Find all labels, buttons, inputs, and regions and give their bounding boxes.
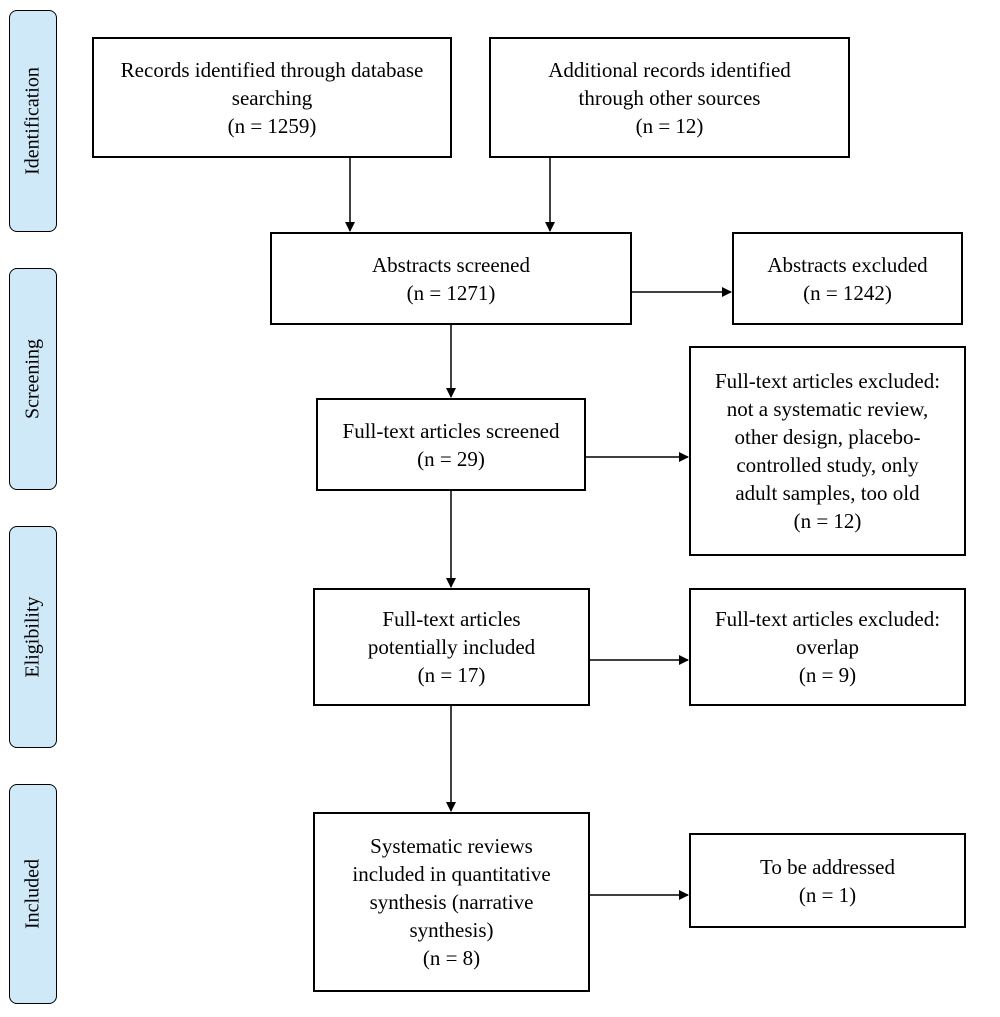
box-line: Abstracts screened: [371, 252, 530, 277]
box-line: Additional records identified: [548, 57, 791, 82]
box-line: controlled study, only: [736, 453, 919, 477]
box-line: Systematic reviews: [370, 834, 533, 858]
box-abstracts-screened: Abstracts screened (n = 1271): [270, 232, 632, 325]
box-fulltext-excluded-reasons: Full-text articles excluded: not a syste…: [689, 346, 966, 556]
box-line: (n = 1271): [406, 280, 496, 305]
box-abstracts-excluded: Abstracts excluded (n = 1242): [732, 232, 963, 325]
box-line: (n = 1259): [227, 113, 317, 138]
box-other-sources: Additional records identified through ot…: [489, 37, 850, 158]
box-fulltext-screened: Full-text articles screened (n = 29): [316, 398, 586, 491]
box-systematic-reviews-included: Systematic reviews included in quantitat…: [313, 812, 590, 992]
box-line: (n = 17): [417, 663, 486, 687]
box-line: included in quantitative: [352, 862, 551, 886]
box-to-be-addressed: To be addressed (n = 1): [689, 833, 966, 928]
box-line: overlap: [796, 635, 859, 659]
box-line: (n = 29): [417, 446, 485, 471]
phase-included: Included: [9, 784, 57, 1004]
box-line: synthesis): [409, 918, 494, 942]
phase-identification: Identification: [9, 10, 57, 232]
box-line: (n = 9): [798, 663, 857, 687]
box-fulltext-excluded-overlap: Full-text articles excluded: overlap (n …: [689, 588, 966, 706]
box-line: Records identified through database: [120, 57, 424, 82]
box-line: potentially included: [367, 635, 536, 659]
box-line: (n = 8): [422, 946, 481, 970]
box-line: searching: [231, 85, 313, 110]
box-line: (n = 1242): [803, 280, 892, 305]
box-line: To be addressed: [760, 854, 895, 879]
box-line: Full-text articles: [382, 607, 521, 631]
phase-screening: Screening: [9, 268, 57, 490]
box-line: (n = 12): [635, 113, 704, 138]
box-line: Abstracts excluded: [767, 252, 928, 277]
box-line: Full-text articles excluded:: [714, 607, 941, 631]
box-line: not a systematic review,: [726, 397, 929, 421]
box-line: (n = 1): [798, 882, 857, 907]
box-line: other design, placebo-: [734, 425, 921, 449]
phase-eligibility: Eligibility: [9, 526, 57, 748]
box-line: synthesis (narrative: [369, 890, 534, 914]
box-line: through other sources: [578, 85, 761, 110]
box-database-records: Records identified through database sear…: [92, 37, 452, 158]
box-potentially-included: Full-text articles potentially included …: [313, 588, 590, 706]
box-line: Full-text articles screened: [342, 418, 560, 443]
box-line: Full-text articles excluded:: [714, 369, 941, 393]
box-line: (n = 12): [793, 509, 862, 533]
box-line: adult samples, too old: [735, 481, 920, 505]
